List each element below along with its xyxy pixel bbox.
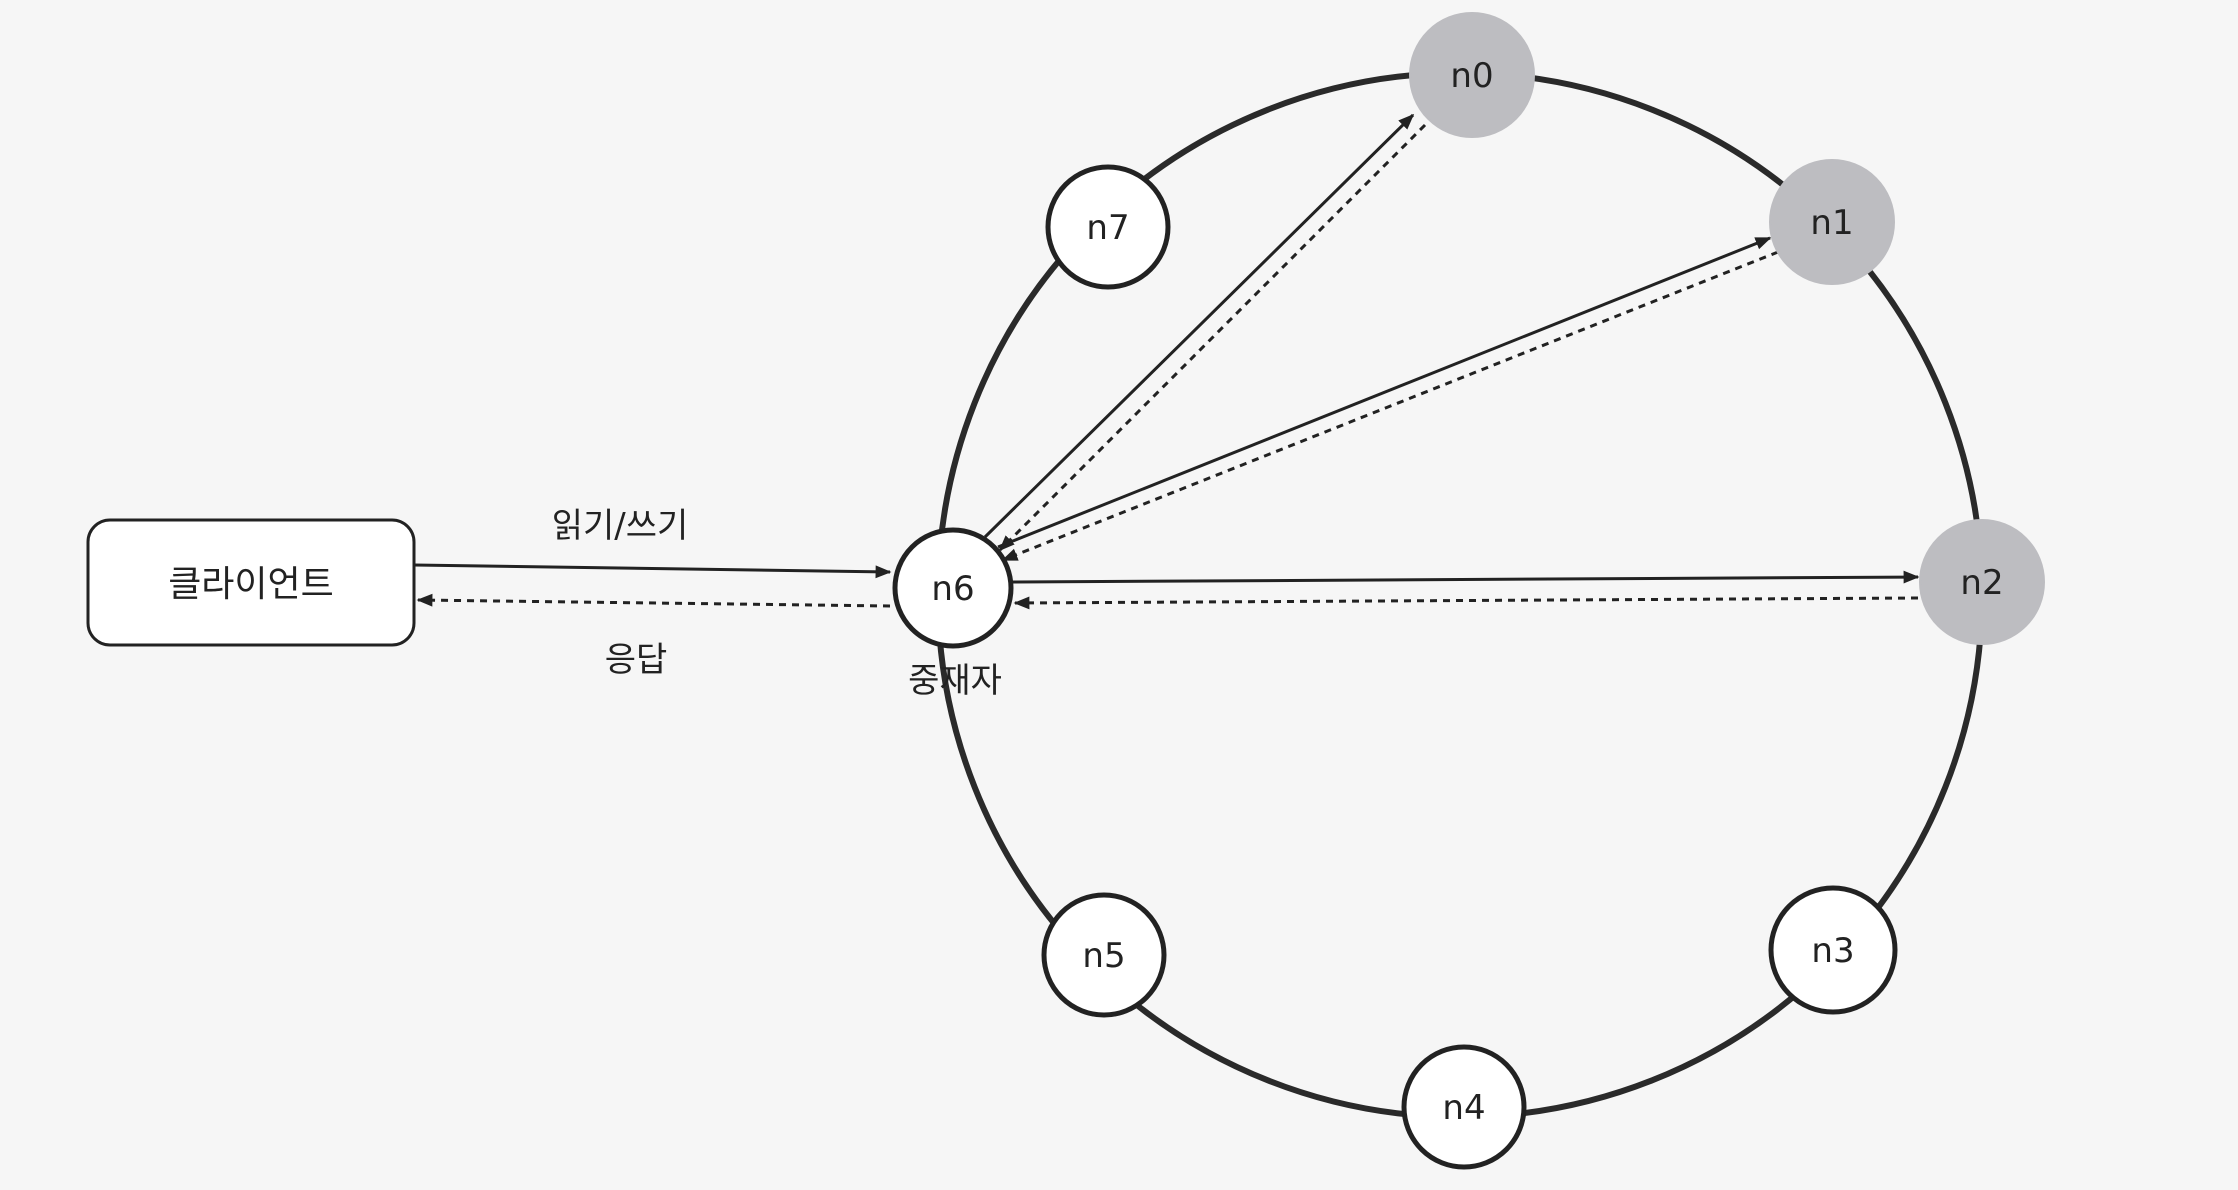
request-arrow-n0: [983, 113, 1415, 539]
request-label: 읽기/쓰기: [552, 506, 689, 546]
request-arrow-n1: [997, 236, 1772, 549]
client-box[interactable]: 클라이언트: [86, 518, 416, 647]
response-arrow: [416, 593, 891, 608]
node-label: n2: [1960, 563, 2003, 603]
node-label: n7: [1086, 208, 1129, 248]
node-n7[interactable]: n7: [1045, 164, 1171, 290]
node-n6-coordinator[interactable]: n6: [892, 527, 1014, 649]
node-n3[interactable]: n3: [1768, 885, 1898, 1015]
node-label: n3: [1811, 931, 1854, 971]
node-label: n0: [1450, 56, 1493, 96]
node-n0[interactable]: n0: [1409, 12, 1535, 138]
response-arrow-n0: [998, 123, 1427, 552]
node-n1[interactable]: n1: [1769, 159, 1895, 285]
response-label: 응답: [605, 640, 668, 680]
client-label: 클라이언트: [168, 564, 334, 605]
node-label: n1: [1810, 203, 1853, 243]
request-arrow-n2: [1012, 570, 1920, 584]
response-arrow-n2: [1013, 596, 1919, 610]
node-n5[interactable]: n5: [1041, 892, 1167, 1018]
node-label: n4: [1442, 1088, 1485, 1128]
node-label: n6: [931, 569, 974, 609]
node-n4[interactable]: n4: [1401, 1044, 1527, 1170]
node-n2[interactable]: n2: [1919, 519, 2045, 645]
coordinator-caption: 중재자: [908, 661, 1002, 701]
response-arrow-n1: [1001, 250, 1779, 562]
request-arrow: [413, 563, 892, 579]
node-label: n5: [1082, 936, 1125, 976]
